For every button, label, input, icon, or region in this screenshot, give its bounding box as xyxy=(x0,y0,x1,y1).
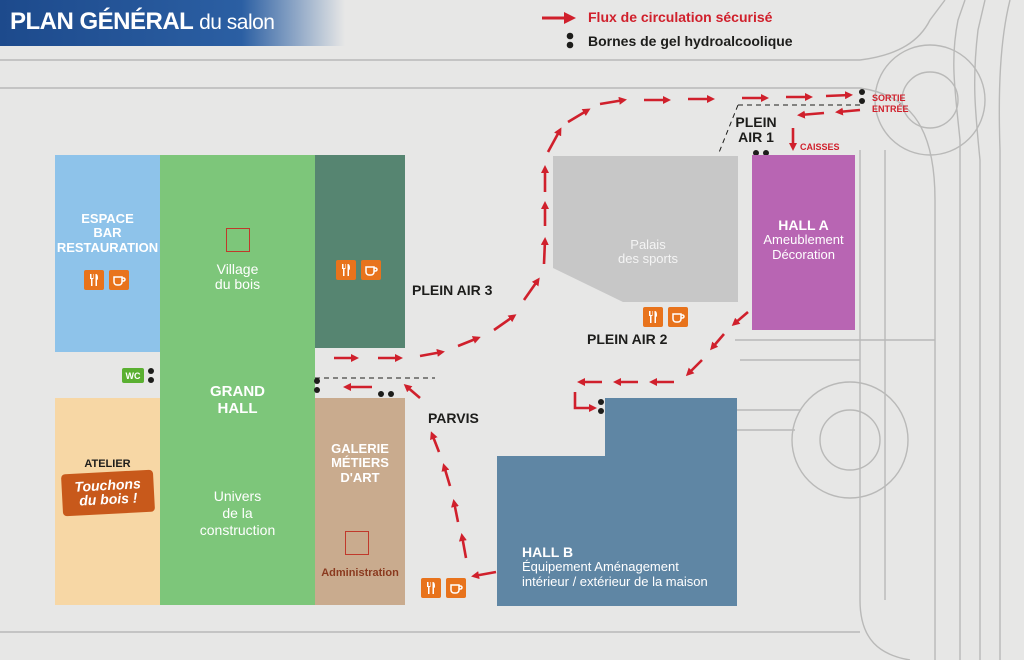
galerie-label: GALERIE MÉTIERS D'ART xyxy=(315,441,405,485)
legend-arrow-icon xyxy=(542,12,576,24)
restaurant-line2: BAR xyxy=(93,225,122,241)
wc-icon: WC xyxy=(122,368,144,383)
touchons-du-bois-logo: Touchons du bois ! xyxy=(60,469,156,517)
palais-line1: Palais xyxy=(630,237,666,252)
hall-b-label: HALL B Équipement Aménagement intérieur … xyxy=(522,544,708,590)
zone-galerie[interactable] xyxy=(315,398,405,605)
palais-label: Palais des sports xyxy=(600,237,696,267)
gel-dot-icon xyxy=(598,399,604,414)
plein-air-1-line2: AIR 1 xyxy=(738,129,774,146)
village-line2: du bois xyxy=(214,276,261,293)
zone-grand-hall[interactable] xyxy=(160,155,315,605)
zone-hall-a[interactable] xyxy=(752,155,855,330)
village-label: Village du bois xyxy=(160,261,315,293)
univers-line2: de la xyxy=(222,504,253,521)
grand-hall-line2: HALL xyxy=(217,399,258,417)
plein-air-3-icons xyxy=(336,260,381,280)
hall-a-line2: Décoration xyxy=(772,246,835,262)
plein-air-2-icons xyxy=(643,307,688,327)
title-band xyxy=(0,0,345,46)
entree-label: ENTRÉE xyxy=(872,103,909,114)
gel-dot-icon xyxy=(753,150,769,156)
plein-air-2-label: PLEIN AIR 2 xyxy=(587,331,668,347)
hall-b-line1: Équipement Aménagement xyxy=(522,559,679,575)
univers-label: Univers de la construction xyxy=(160,488,315,538)
grand-hall-line1: GRAND xyxy=(210,383,265,400)
hall-b-icons xyxy=(421,578,466,598)
zone-restaurant[interactable] xyxy=(55,155,160,352)
parvis-label: PARVIS xyxy=(428,410,479,426)
zone-plein-air-3-block[interactable] xyxy=(315,155,405,348)
admin-square-icon xyxy=(345,531,369,555)
legend-gel-icon xyxy=(566,32,574,49)
gel-dot-icon xyxy=(859,89,865,104)
galerie-line3: D'ART xyxy=(340,469,380,485)
cutlery-icon xyxy=(336,260,356,280)
univers-line1: Univers xyxy=(213,488,262,504)
grand-hall-label: GRAND HALL xyxy=(160,383,315,417)
village-square-icon xyxy=(226,228,250,252)
hall-a-name: HALL A xyxy=(778,217,829,233)
legend-gel-label: Bornes de gel hydroalcoolique xyxy=(588,33,793,49)
zone-hall-b[interactable] xyxy=(497,398,737,606)
hall-b-name: HALL B xyxy=(522,544,574,560)
village-line1: Village xyxy=(216,261,259,277)
univers-line3: construction xyxy=(199,521,276,538)
gel-dot-icon xyxy=(148,368,154,383)
cup-icon xyxy=(361,260,381,280)
cup-icon xyxy=(668,307,688,327)
galerie-line1: GALERIE xyxy=(331,441,389,456)
cutlery-icon xyxy=(643,307,663,327)
hall-b-line2: intérieur / extérieur de la maison xyxy=(522,574,708,590)
restaurant-icons xyxy=(84,270,129,290)
gel-dot-icon xyxy=(378,391,394,397)
plein-air-1-label: PLEIN AIR 1 xyxy=(728,114,784,146)
hall-a-label: HALL A Ameublement Décoration xyxy=(752,217,855,262)
restaurant-line1: ESPACE xyxy=(81,211,134,226)
cup-icon xyxy=(446,578,466,598)
galerie-line2: MÉTIERS xyxy=(331,455,389,471)
gel-dot-icon xyxy=(314,378,320,393)
atelier-label: ATELIER xyxy=(84,458,131,470)
cutlery-icon xyxy=(84,270,104,290)
plein-air-1-line1: PLEIN xyxy=(735,114,777,130)
map-title-main: PLAN GÉNÉRAL xyxy=(10,8,193,35)
restaurant-line3: RESTAURATION xyxy=(56,239,159,255)
plein-air-3-label: PLEIN AIR 3 xyxy=(412,282,493,298)
palais-line2: des sports xyxy=(618,251,678,267)
caisses-label: CAISSES xyxy=(800,142,840,152)
cutlery-icon xyxy=(421,578,441,598)
cup-icon xyxy=(109,270,129,290)
map-title: PLAN GÉNÉRAL du salon xyxy=(10,8,275,36)
sortie-label: SORTIE xyxy=(872,93,906,103)
hall-a-line1: Ameublement xyxy=(763,232,844,248)
sortie-entree-label: SORTIE ENTRÉE xyxy=(872,93,909,115)
restaurant-label: ESPACE BAR RESTAURATION xyxy=(55,211,160,255)
zone-palais-des-sports[interactable] xyxy=(553,156,738,304)
administration-label: Administration xyxy=(321,567,399,579)
logo-line2: du bois ! xyxy=(78,489,138,509)
map-title-sub: du salon xyxy=(199,11,275,34)
legend-flow-label: Flux de circulation sécurisé xyxy=(588,9,773,25)
